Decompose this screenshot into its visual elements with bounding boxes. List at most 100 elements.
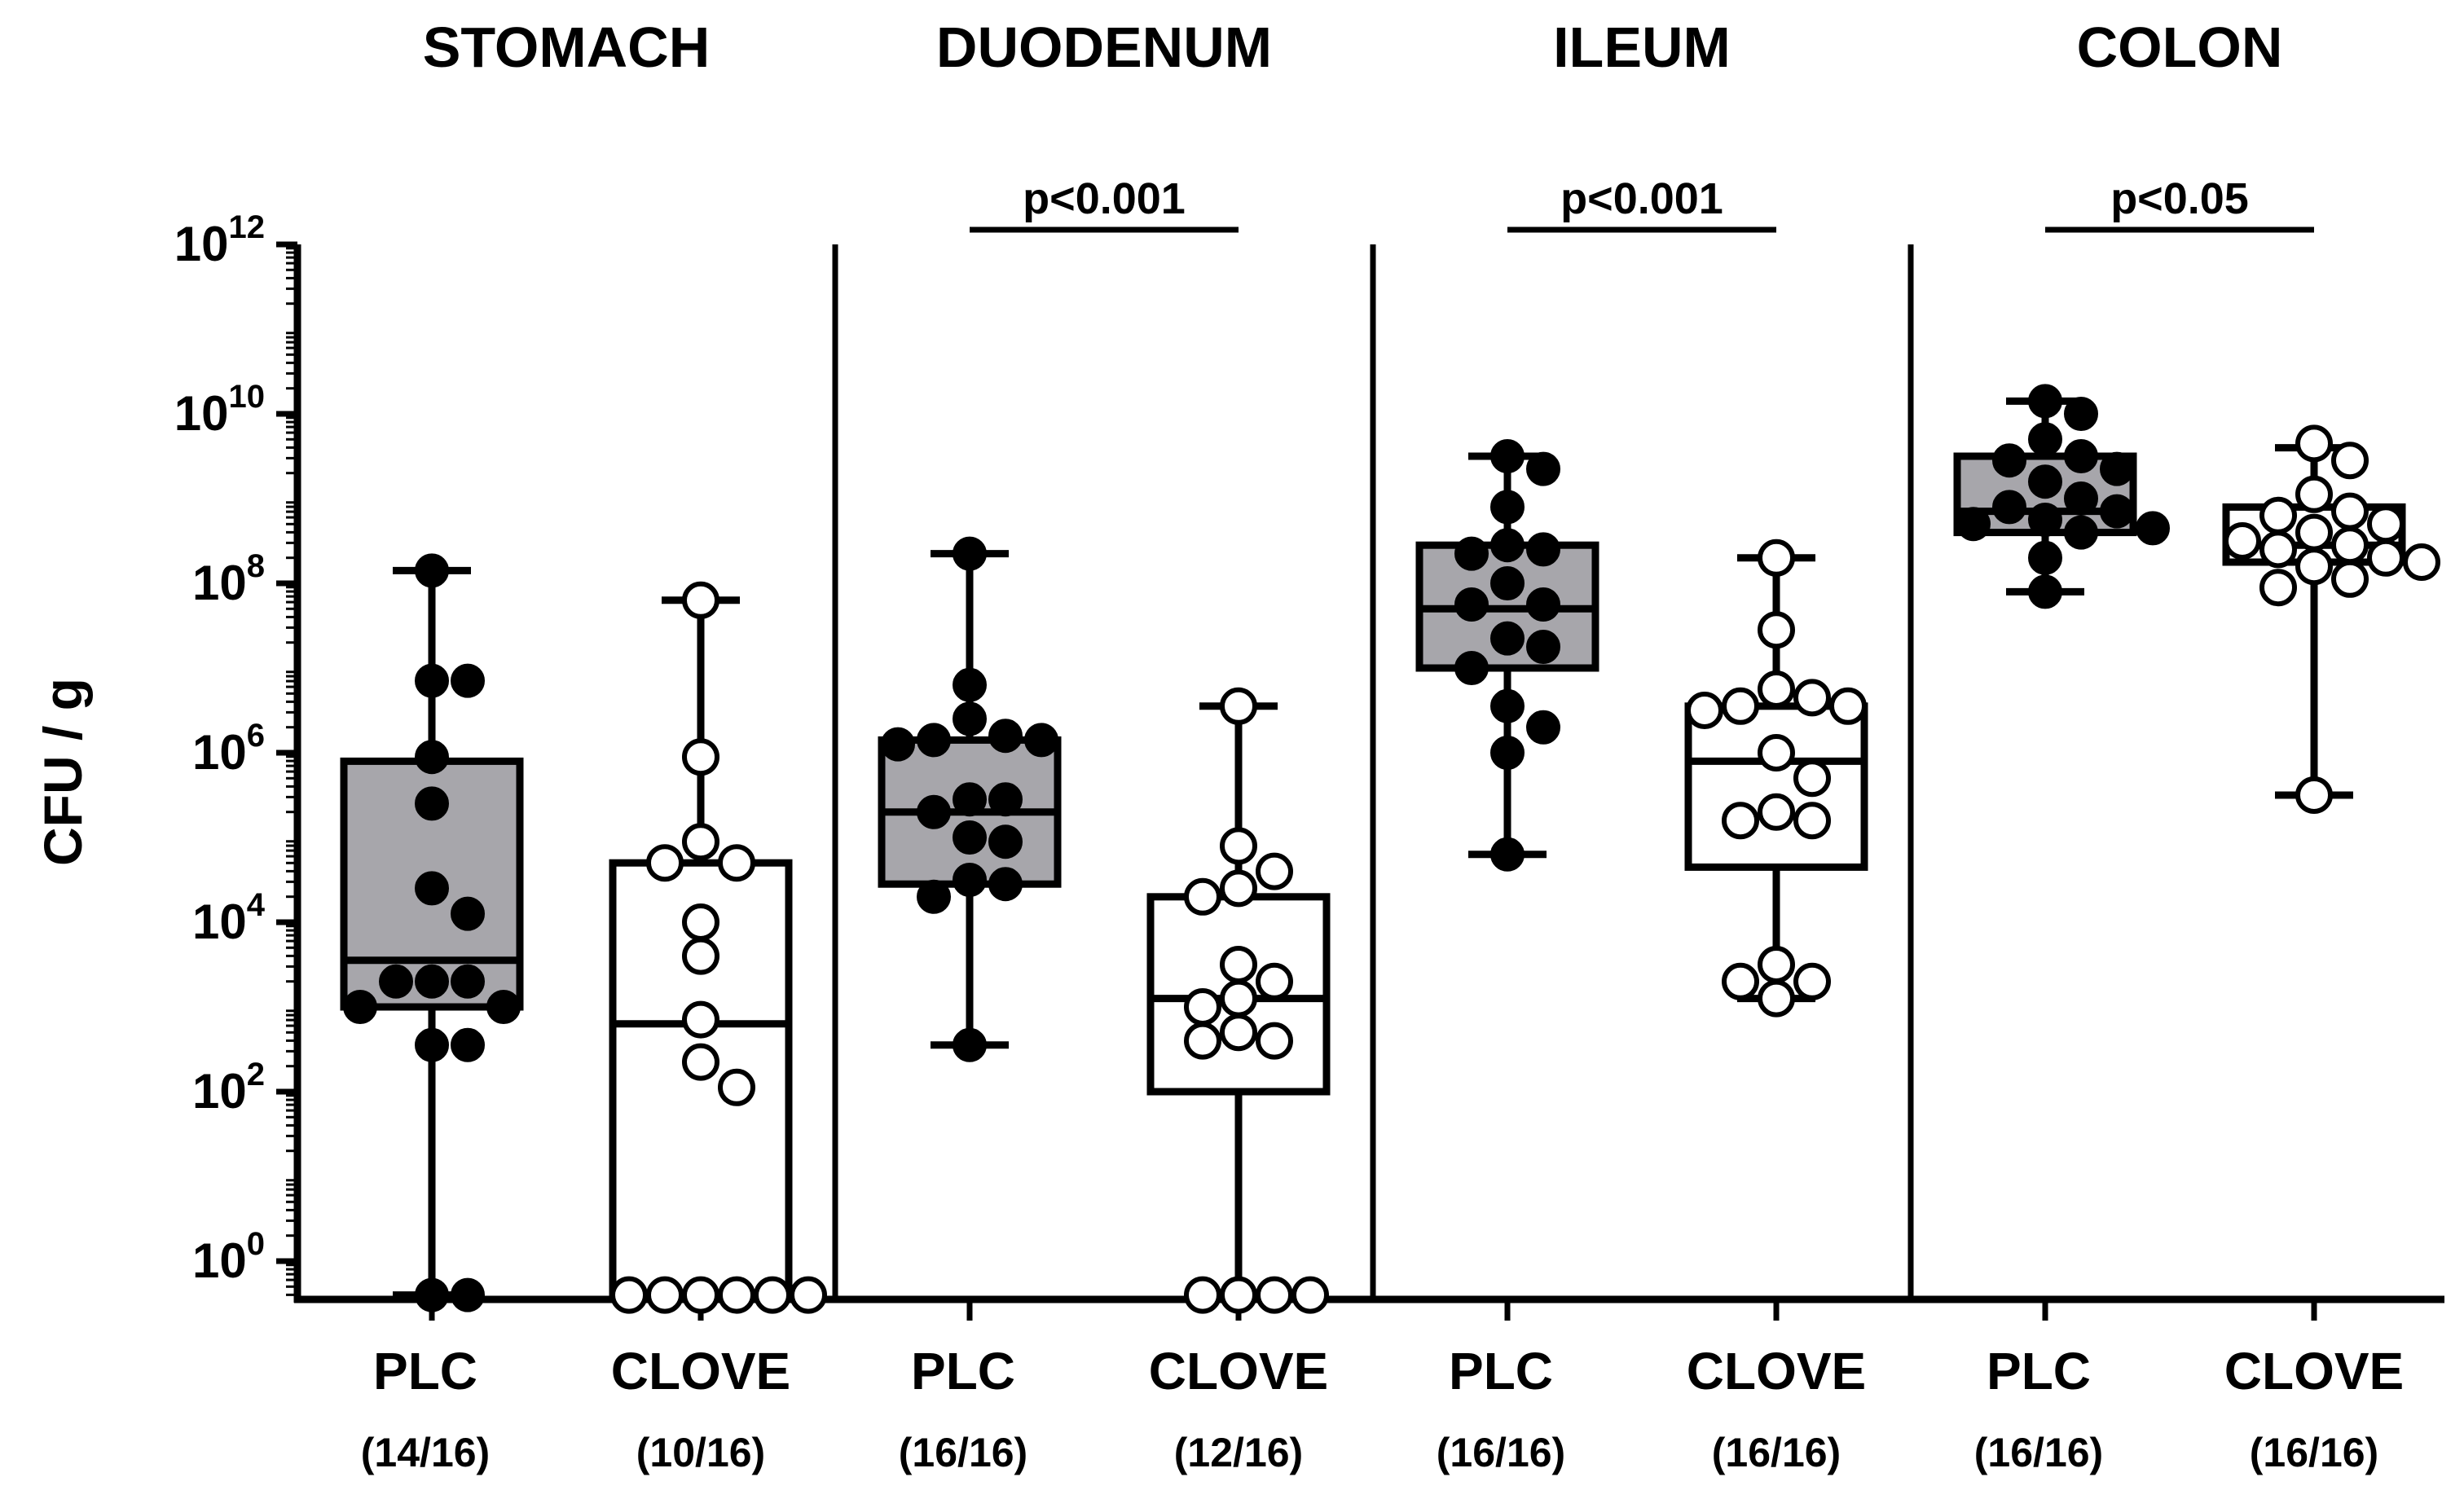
data-point-open — [1829, 687, 1867, 725]
data-point-filled — [917, 794, 951, 829]
group-label: PLC — [911, 1342, 1015, 1400]
y-tick-label: 104 — [192, 887, 266, 949]
data-point-open — [682, 903, 719, 941]
y-tick-label: 108 — [192, 548, 265, 610]
data-point-open — [1220, 979, 1257, 1018]
data-point-filled — [451, 964, 485, 999]
group-count-label: (16/16) — [899, 1430, 1027, 1475]
data-point-open — [2295, 424, 2333, 463]
p-value-label: p<0.001 — [1023, 174, 1186, 223]
data-point-open — [1184, 1022, 1221, 1060]
data-point-open — [1256, 962, 1293, 1000]
data-point-filled — [2028, 464, 2062, 499]
data-point-open — [2331, 492, 2369, 530]
region-title: STOMACH — [423, 15, 711, 79]
data-point-open — [2295, 547, 2333, 586]
data-point-open — [2331, 526, 2369, 565]
data-point-filled — [1454, 651, 1489, 685]
data-point-open — [1291, 1276, 1329, 1314]
data-point-filled — [2136, 511, 2170, 546]
data-point-filled — [1526, 532, 1560, 567]
y-tick-label: 106 — [192, 718, 265, 780]
data-point-open — [682, 937, 719, 975]
data-point-open — [1722, 802, 1759, 840]
data-point-open — [1220, 869, 1257, 908]
data-point-filled — [1992, 443, 2026, 478]
data-point-filled — [953, 667, 987, 702]
data-point-filled — [2028, 422, 2062, 457]
data-point-open — [1793, 759, 1831, 798]
data-point-open — [2367, 505, 2405, 543]
group-label: CLOVE — [1687, 1342, 1866, 1400]
data-point-filled — [953, 701, 987, 736]
data-point-open — [718, 1068, 755, 1106]
data-point-open — [2295, 475, 2333, 513]
data-point-open — [1722, 687, 1759, 725]
data-point-filled — [415, 740, 449, 775]
y-axis-title: CFU / g — [33, 678, 93, 866]
data-point-filled — [415, 871, 449, 906]
data-point-open — [1184, 988, 1221, 1026]
data-point-open — [1758, 946, 1795, 983]
data-point-filled — [1526, 587, 1560, 622]
data-point-filled — [1956, 507, 1991, 542]
data-point-open — [1184, 1276, 1221, 1314]
data-point-filled — [1490, 566, 1525, 600]
group-count-label: (12/16) — [1174, 1430, 1303, 1475]
data-point-filled — [1490, 439, 1525, 473]
data-point-open — [646, 1276, 684, 1314]
data-point-open — [1758, 670, 1795, 708]
data-point-filled — [415, 553, 449, 588]
data-point-open — [2331, 442, 2369, 480]
data-point-filled — [1490, 837, 1525, 872]
data-point-open — [610, 1276, 648, 1314]
group-count-label: (14/16) — [361, 1430, 490, 1475]
data-point-filled — [953, 863, 987, 897]
region-title: DUODENUM — [936, 15, 1272, 79]
data-point-open — [682, 1043, 719, 1081]
data-point-open — [1758, 734, 1795, 771]
data-point-filled — [988, 719, 1023, 754]
group-label: PLC — [373, 1342, 477, 1400]
data-point-open — [1722, 962, 1759, 1000]
data-point-filled — [2028, 574, 2062, 609]
data-point-filled — [2100, 451, 2134, 486]
data-point-filled — [1992, 490, 2026, 525]
data-point-open — [718, 844, 755, 882]
data-point-open — [1220, 1013, 1257, 1052]
group-label: PLC — [1449, 1342, 1553, 1400]
data-point-open — [646, 844, 684, 882]
data-point-open — [1758, 611, 1795, 649]
data-point-filled — [988, 867, 1023, 902]
data-point-open — [1686, 692, 1723, 729]
data-point-open — [682, 1000, 719, 1039]
data-point-filled — [415, 663, 449, 698]
data-point-filled — [2100, 494, 2134, 529]
data-point-open — [1793, 679, 1831, 717]
data-point-filled — [415, 964, 449, 999]
data-point-filled — [953, 820, 987, 855]
data-point-open — [1793, 962, 1831, 1000]
data-point-open — [2259, 496, 2297, 534]
data-point-filled — [415, 1277, 449, 1312]
point-layer — [343, 384, 2440, 1314]
data-point-open — [2295, 513, 2333, 552]
data-point-filled — [1454, 587, 1489, 622]
data-point-open — [718, 1276, 755, 1314]
data-point-filled — [988, 824, 1023, 859]
group-count-label: (16/16) — [1974, 1430, 2103, 1475]
y-tick-label: 1012 — [174, 209, 265, 271]
data-point-filled — [917, 879, 951, 914]
label-layer: STOMACHPLC(14/16)CLOVE(10/16)DUODENUMp<0… — [361, 15, 2404, 1475]
data-point-filled — [451, 896, 485, 931]
data-point-filled — [2064, 481, 2098, 516]
data-point-open — [2295, 776, 2333, 814]
group-count-label: (16/16) — [2250, 1430, 2378, 1475]
data-point-filled — [1490, 621, 1525, 656]
data-point-filled — [343, 990, 377, 1024]
region-dividers — [832, 244, 1914, 1299]
data-point-open — [1758, 793, 1795, 831]
data-point-filled — [451, 1277, 485, 1312]
